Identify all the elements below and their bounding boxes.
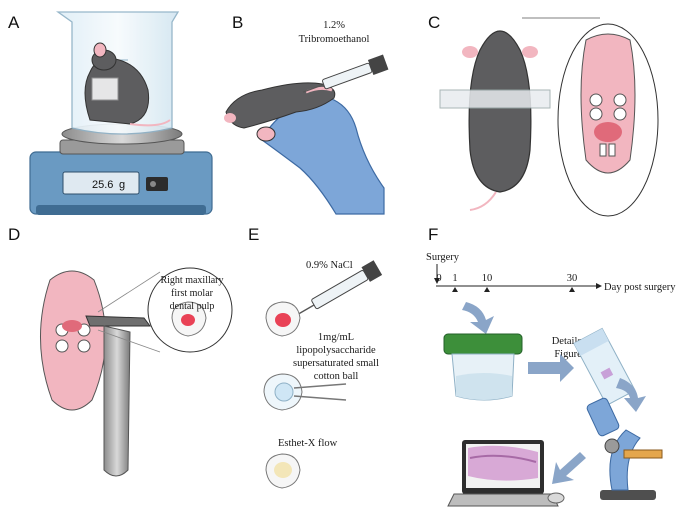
balance-icon: [29, 123, 213, 215]
saline-label: 0.9% NaCl: [306, 260, 353, 271]
microscope-icon: [586, 397, 663, 500]
callout-line3: dental pulp: [170, 301, 215, 312]
panel-c: C: [428, 13, 659, 217]
timeline-tick-10: 10: [482, 273, 493, 284]
laptop-icon: [447, 440, 565, 507]
dental-drill-icon: [85, 315, 151, 477]
panel-a: A 25.6 g: [8, 11, 213, 215]
timeline-tick-1: 1: [452, 273, 457, 284]
mouse-icon: [439, 30, 551, 211]
tooth-icon: [265, 453, 301, 489]
panel-e-letter: E: [248, 225, 259, 244]
details-line1: Details in: [552, 336, 593, 347]
panel-d: D Right maxillary first molar dental pul…: [8, 225, 233, 477]
panel-f-letter: F: [428, 225, 438, 244]
tooth-icon: [171, 301, 207, 337]
timeline-axis-label: Day post surgery: [604, 282, 676, 293]
panel-b-letter: B: [232, 13, 243, 32]
timeline: [434, 264, 602, 292]
panel-f: F Surgery 0 1 10 30 Day post surgery Det…: [426, 225, 676, 507]
drug-label-line2: Tribromoethanol: [299, 34, 370, 45]
lps-line4: cotton ball: [314, 371, 359, 382]
panel-d-letter: D: [8, 225, 20, 244]
details-line2: Figure 2: [554, 349, 589, 360]
tooth-icon: [265, 301, 301, 337]
surgery-label: Surgery: [426, 252, 460, 263]
mouse-icon: [224, 82, 336, 142]
panel-c-letter: C: [428, 13, 440, 32]
arrow-icon: [462, 302, 494, 334]
specimen-jar-icon: [443, 333, 523, 401]
arrow-icon: [528, 354, 574, 382]
arrow-icon: [552, 452, 586, 484]
scale-unit: g: [119, 179, 125, 191]
open-mouth-icon: [557, 23, 659, 217]
drug-label-line1: 1.2%: [323, 20, 345, 31]
mouse-icon: [84, 42, 171, 127]
cotton-ball-icon: [263, 373, 347, 411]
callout-line2: first molar: [171, 288, 214, 299]
syringe-icon: [302, 54, 389, 93]
scale-value: 25.6: [92, 179, 113, 191]
timeline-tick-30: 30: [567, 273, 578, 284]
lps-line1: 1mg/mL: [318, 332, 354, 343]
panel-a-letter: A: [8, 13, 20, 32]
glass-slide-icon: [573, 327, 636, 406]
panel-b: B 1.2% Tribromoethanol: [224, 13, 389, 215]
arrow-icon: [616, 378, 646, 412]
syringe-icon: [289, 260, 383, 320]
panel-e: E 0.9% NaCl 1mg/mL lipopolysaccharide su…: [248, 225, 383, 489]
callout-line1: Right maxillary: [160, 275, 223, 286]
timeline-tick-0: 0: [436, 273, 441, 284]
filler-label: Esthet-X flow: [278, 438, 338, 449]
open-mouth-icon: [40, 270, 106, 411]
lps-line3: supersaturated small: [293, 358, 379, 369]
lps-line2: lipopolysaccharide: [296, 345, 376, 356]
